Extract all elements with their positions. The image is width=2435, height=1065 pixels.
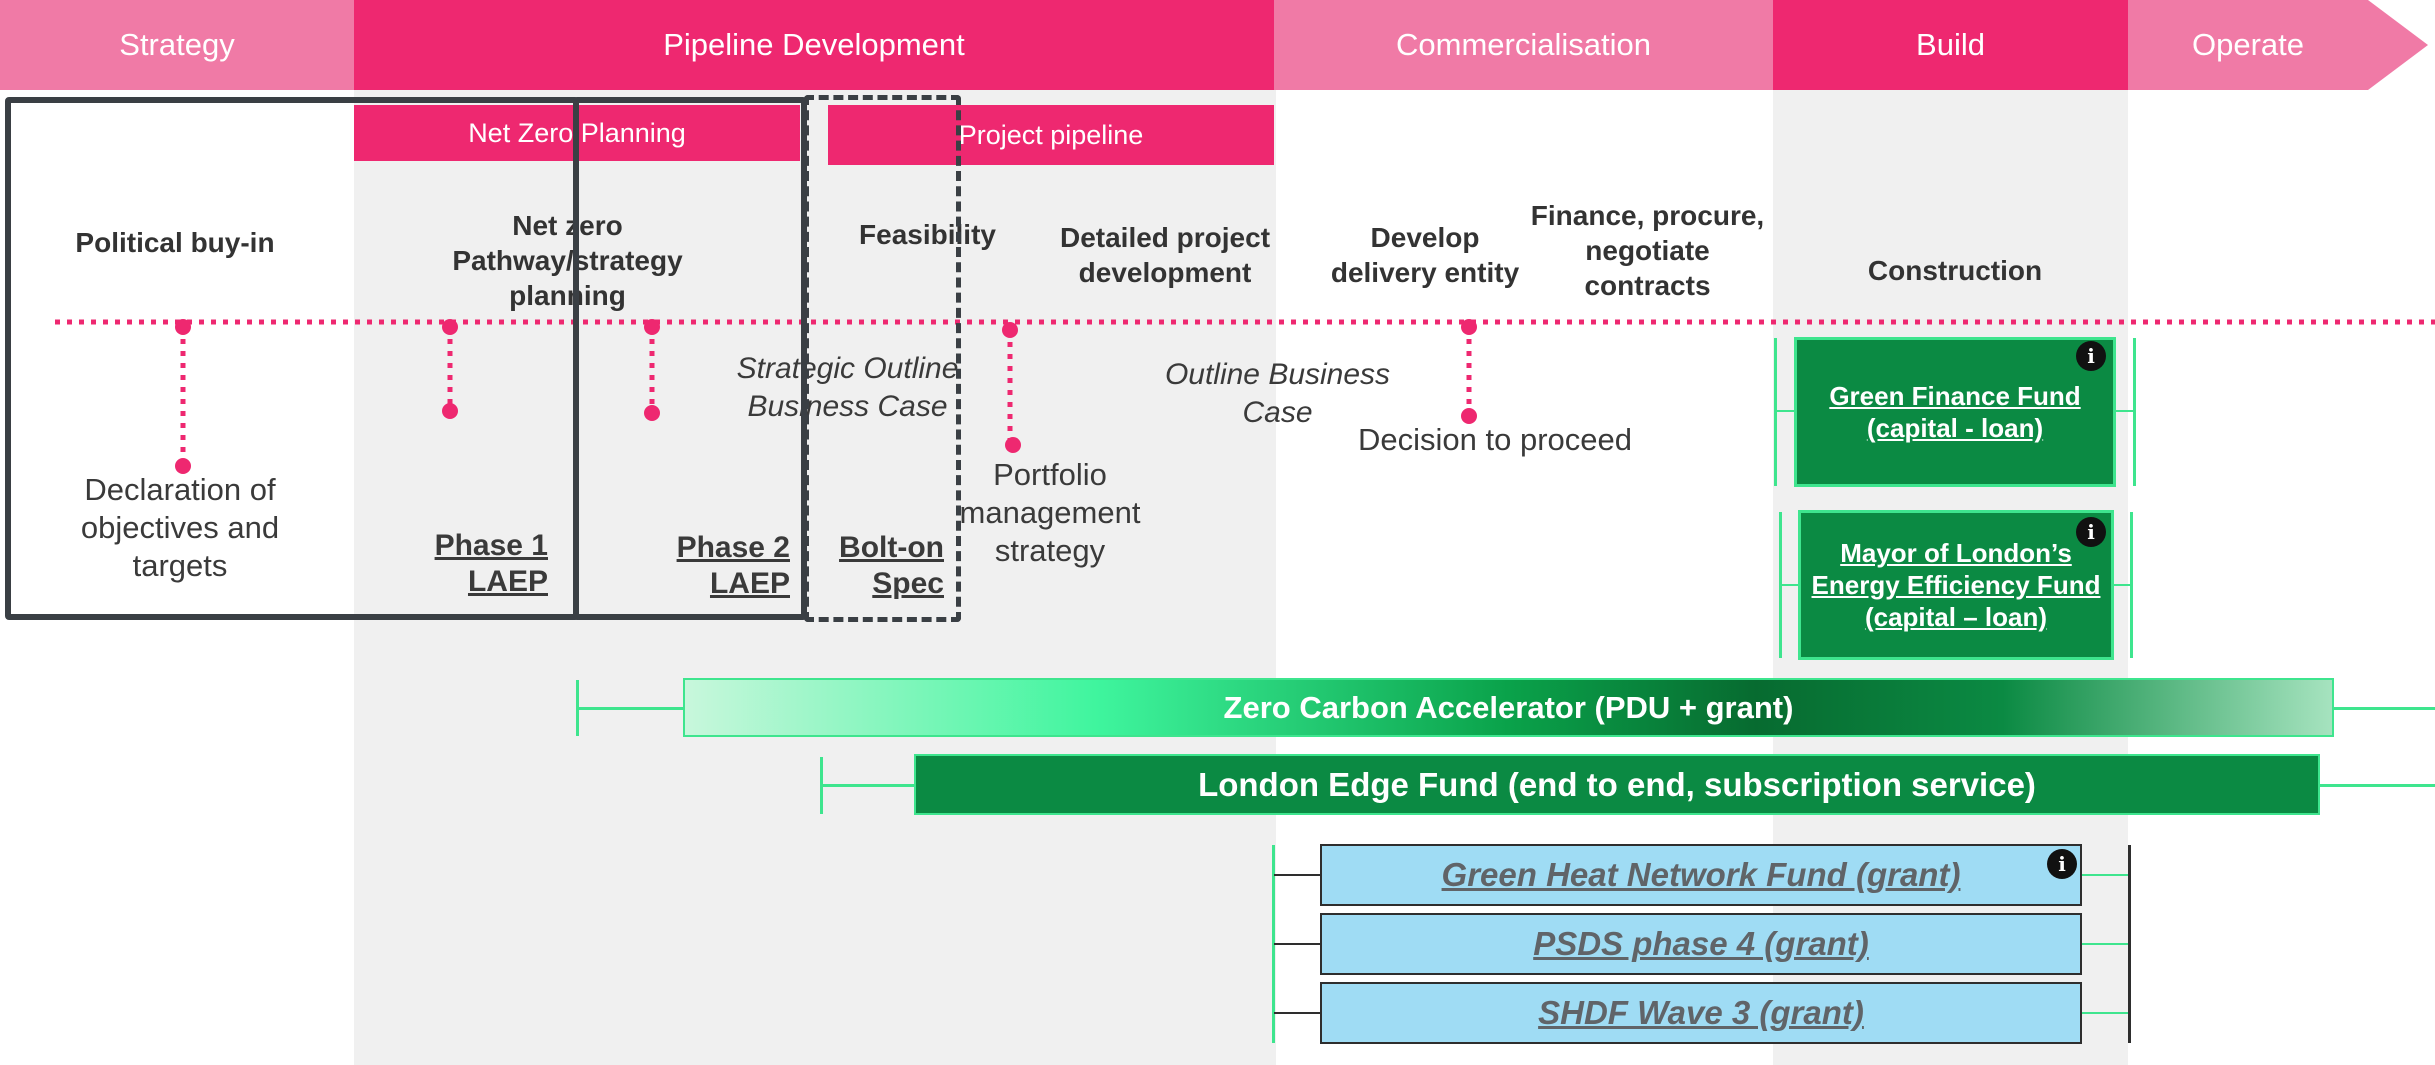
fund-zero-carbon-accelerator[interactable]: Zero Carbon Accelerator (PDU + grant) xyxy=(683,678,2334,737)
fund-shdf-label[interactable]: SHDF Wave 3 (grant) xyxy=(1538,994,1864,1031)
stage-political-buy-in: Political buy-in xyxy=(75,227,275,258)
edge-right-line xyxy=(2318,784,2435,787)
bracket-stub-mayor-right xyxy=(2112,584,2132,586)
phase-pipeline-development: Pipeline Development xyxy=(354,0,1274,90)
frame-strategy-phase1 xyxy=(5,97,579,620)
bracket-stub-green-finance-right xyxy=(2115,410,2135,412)
milestone-declaration: Declaration of objectives and targets xyxy=(80,472,280,583)
fund-mayor-label[interactable]: Mayor of London’s Energy Efficiency Fund… xyxy=(1811,538,2101,632)
label-bolt-on-spec[interactable]: Bolt-on Spec xyxy=(839,531,944,600)
stage-construction: Construction xyxy=(1867,255,2043,286)
milestone-declaration-marker xyxy=(175,319,191,474)
shdf-left-stub xyxy=(1274,1012,1322,1014)
bracket-stub-mayor xyxy=(1780,584,1800,586)
stage-feasibility: Feasibility xyxy=(859,219,996,250)
grants-left-bracket xyxy=(1272,845,1275,1043)
fund-zca-label[interactable]: Zero Carbon Accelerator (PDU + grant) xyxy=(1223,689,1794,725)
fund-shdf-wave3[interactable]: SHDF Wave 3 (grant) xyxy=(1320,982,2082,1044)
bracket-stub-green-finance xyxy=(1776,410,1796,412)
fund-green-finance[interactable]: Green Finance Fund (capital - loan) xyxy=(1794,337,2116,487)
milestone-strategic-outline-business-case: Strategic Outline Business Case xyxy=(736,352,959,423)
fund-london-edge[interactable]: London Edge Fund (end to end, subscripti… xyxy=(914,754,2320,815)
pipeline-column-shade xyxy=(354,90,1276,1065)
phase-label: Strategy xyxy=(119,27,235,62)
fund-mayor-energy-efficiency[interactable]: Mayor of London’s Energy Efficiency Fund… xyxy=(1798,510,2114,660)
banner-project-pipeline: Project pipeline xyxy=(828,105,1274,165)
phase-operate: Operate xyxy=(2128,0,2368,90)
psds-right-stub xyxy=(2080,943,2128,945)
psds-left-stub xyxy=(1274,943,1322,945)
fund-green-heat-network[interactable]: Green Heat Network Fund (grant) xyxy=(1320,844,2082,906)
phase-strategy: Strategy xyxy=(0,0,354,90)
label-phase2-laep[interactable]: Phase 2 LAEP xyxy=(676,531,790,600)
frame-phase2 xyxy=(573,97,807,620)
milestone-portfolio-management: Portfolio management strategy xyxy=(959,457,1141,568)
fund-green-finance-label[interactable]: Green Finance Fund (capital - loan) xyxy=(1829,381,2081,443)
fund-ghnf-label[interactable]: Green Heat Network Fund (grant) xyxy=(1441,856,1961,893)
milestone-portfolio-marker xyxy=(1002,322,1021,453)
label-phase1-laep[interactable]: Phase 1 LAEP xyxy=(434,529,548,598)
stage-develop-delivery-entity: Develop delivery entity xyxy=(1330,222,1520,288)
info-icon[interactable]: i xyxy=(2047,849,2077,879)
phase-label: Commercialisation xyxy=(1396,27,1651,62)
ghnf-left-stub xyxy=(1274,874,1322,876)
milestone-phase1-marker xyxy=(442,319,458,419)
fund-psds-phase4[interactable]: PSDS phase 4 (grant) xyxy=(1320,913,2082,975)
shdf-right-stub xyxy=(2080,1012,2128,1014)
stage-detailed-project-development: Detailed project development xyxy=(1059,222,1271,288)
milestone-phase2-marker xyxy=(644,319,660,421)
edge-left-tick xyxy=(820,757,823,814)
frame-bolt-on xyxy=(804,95,961,622)
phase-build: Build xyxy=(1773,0,2128,90)
phase-label: Operate xyxy=(2191,27,2304,62)
edge-left-line xyxy=(822,784,916,787)
fund-edge-label[interactable]: London Edge Fund (end to end, subscripti… xyxy=(1198,765,2036,803)
timeline xyxy=(55,319,2435,474)
milestone-decision-to-proceed: Decision to proceed xyxy=(1358,422,1632,457)
milestone-decision-marker xyxy=(1461,319,1477,424)
milestone-outline-business-case: Outline Business Case xyxy=(1164,358,1391,429)
zca-right-line xyxy=(2332,707,2435,710)
phase-label: Build xyxy=(1916,27,1985,62)
stage-finance-procure: Finance, procure, negotiate contracts xyxy=(1530,200,1765,301)
ghnf-right-stub xyxy=(2080,874,2128,876)
stage-net-zero-pathway: Net zero Pathway/strategy planning xyxy=(452,210,683,311)
phase-commercialisation: Commercialisation xyxy=(1274,0,1773,90)
bracket-right-green-finance xyxy=(2133,338,2136,486)
info-icon[interactable]: i xyxy=(2076,341,2106,371)
zca-left-line xyxy=(578,707,684,710)
info-icon[interactable]: i xyxy=(2076,517,2106,547)
bracket-left-green-finance xyxy=(1774,338,1777,486)
phase-operate-arrow xyxy=(2128,0,2428,90)
zca-left-tick xyxy=(576,680,579,736)
phase-label: Pipeline Development xyxy=(663,27,965,62)
grants-right-bracket xyxy=(2128,845,2131,1043)
fund-psds-label[interactable]: PSDS phase 4 (grant) xyxy=(1533,925,1869,962)
